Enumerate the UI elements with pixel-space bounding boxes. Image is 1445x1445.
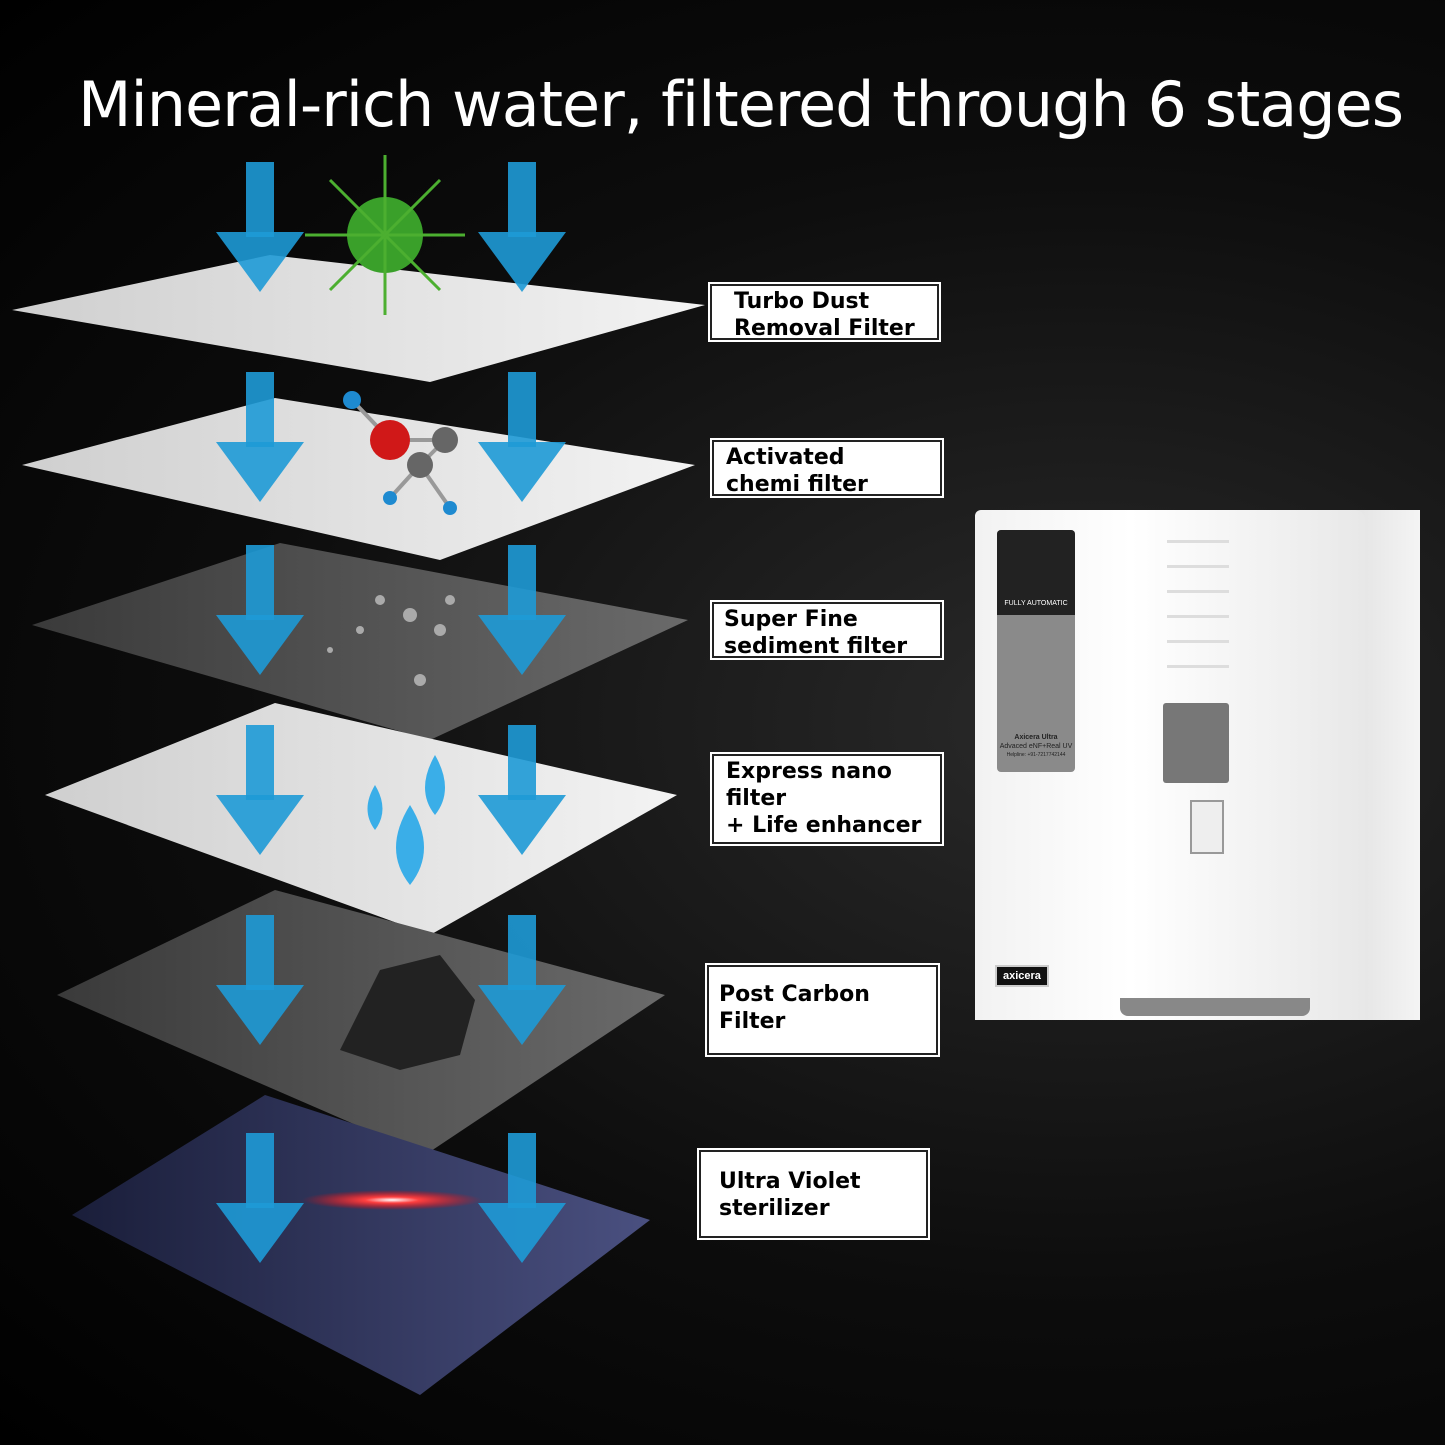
layer-1 [12, 255, 705, 382]
stage-label-2: Activated chemi filter [712, 440, 942, 497]
sediment-icon [327, 595, 455, 686]
tap [1163, 703, 1229, 783]
nozzle [1190, 800, 1224, 854]
stage-label-4: Express nano filter + Life enhancer [712, 754, 942, 844]
water-drops-icon [367, 755, 445, 885]
layer-3 [32, 543, 688, 740]
stage-label-5: Post Carbon Filter [707, 965, 938, 1055]
layer-6 [72, 1095, 650, 1395]
stage-label-3: Super Fine sediment filter [712, 602, 942, 659]
uv-light-icon [302, 1190, 482, 1210]
layer-4 [45, 703, 677, 935]
headline: Mineral-rich water, filtered through 6 s… [78, 68, 1404, 141]
model-subtitle: Advaced eNF+Real UV [999, 743, 1073, 750]
layer-2 [22, 398, 695, 560]
model-name: Axicera Ultra [1014, 734, 1058, 741]
helpline: Helpline: +91-7217742144 [1006, 752, 1066, 758]
panel-text: FULLY AUTOMATIC [997, 530, 1075, 615]
stage-label-6: Ultra Violet sterilizer [699, 1150, 928, 1238]
drip-tray [1120, 998, 1310, 1016]
stage-label-1: Turbo Dust Removal Filter [710, 284, 939, 341]
virus-icon [305, 155, 465, 315]
brand-logo: axicera [995, 965, 1049, 987]
charcoal-icon [340, 955, 475, 1070]
molecule-icon [343, 391, 458, 515]
